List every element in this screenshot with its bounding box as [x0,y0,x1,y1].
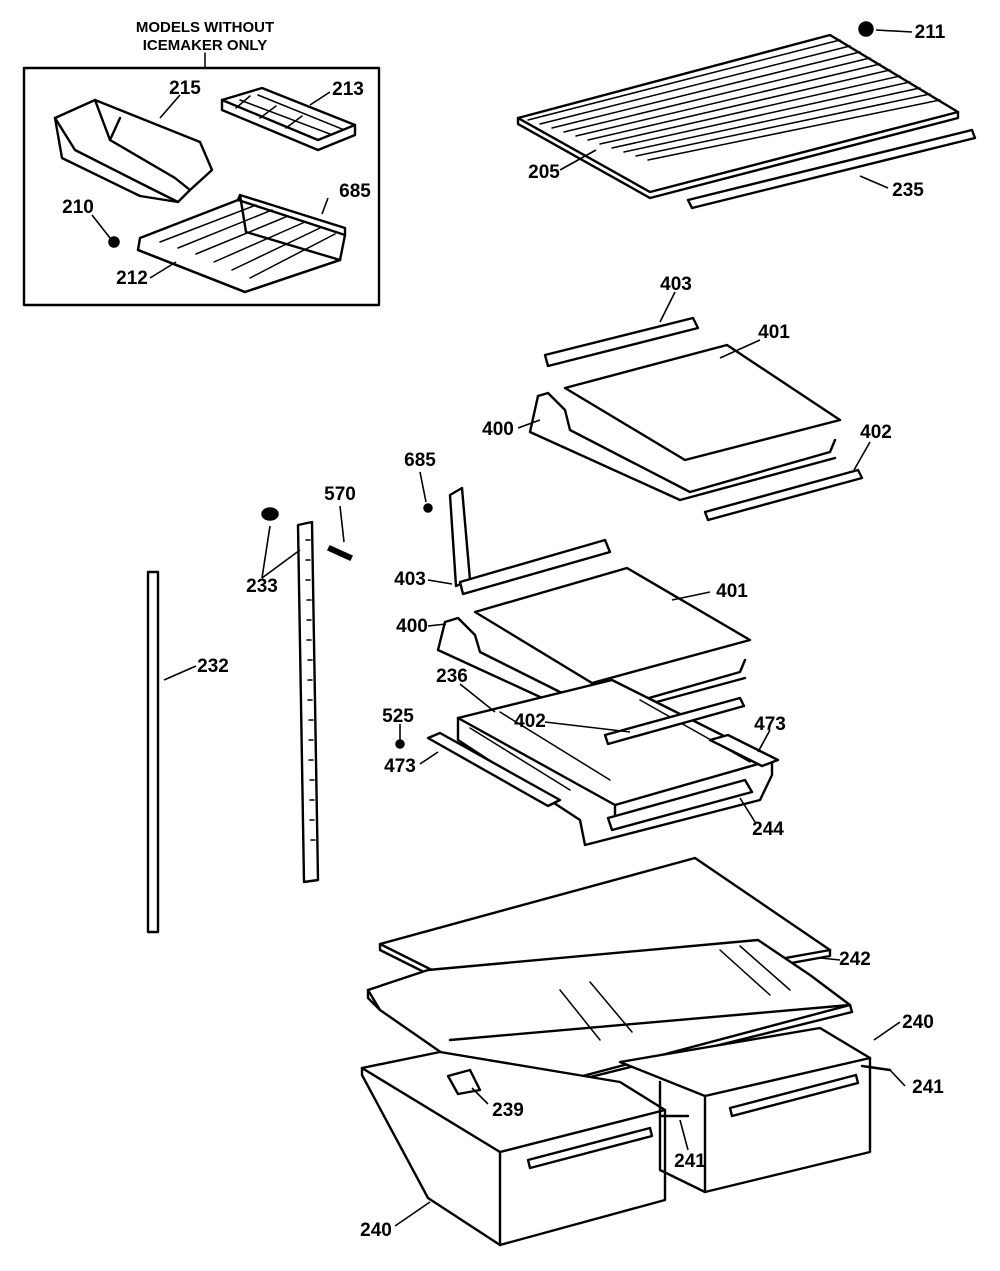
callout-236: 236 [436,666,468,687]
inset-frame [22,66,381,307]
rail-403-upper [543,316,700,368]
rail-402-upper [703,468,864,522]
rail-244-part [606,778,754,832]
middle-shelf-assembly [436,538,752,722]
wire-shelf-part [516,21,960,200]
callout-401-upper: 401 [758,322,790,343]
rail-403-middle [458,538,612,596]
cap-211-part [858,21,874,37]
callout-241-left: 241 [674,1151,706,1172]
glass-401-middle [473,566,752,685]
upper-shelf-assembly [528,316,864,522]
callout-401-middle: 401 [716,581,748,602]
ice-tray-part [220,86,357,152]
callout-240-right: 240 [902,1012,934,1033]
ice-bucket-part [53,98,214,204]
callout-402-upper: 402 [860,422,892,443]
callout-402-middle: 402 [514,711,546,732]
callout-403-middle: 403 [394,569,426,590]
snack-pan-part [395,678,780,847]
callout-239: 239 [492,1100,524,1121]
ladder-233-part [261,507,320,884]
callout-211: 211 [915,22,946,43]
clip-210-part [108,236,120,248]
inset-title-line2: ICEMAKER ONLY [143,37,267,54]
crisper-drawer-right-part [618,1026,892,1194]
callout-242: 242 [839,949,871,970]
callout-210: 210 [62,197,94,218]
crisper-drawer-left-part [360,1050,690,1247]
callout-213: 213 [332,79,364,100]
inset-title-line1: MODELS WITHOUT [136,19,274,36]
callout-215: 215 [169,78,201,99]
ladder-232-part [146,570,160,934]
icemaker-inset: MODELS WITHOUT ICEMAKER ONLY [22,19,381,307]
callout-205: 205 [528,162,560,183]
bracket-685-part [423,486,472,588]
callout-241-right: 241 [912,1077,944,1098]
rail-402-middle [603,696,746,746]
callout-400-middle: 400 [396,616,428,637]
rail-235-part [686,128,977,210]
callout-232: 232 [197,656,229,677]
callout-685-inset: 685 [339,181,371,202]
glass-401-upper [563,343,842,462]
callout-233: 233 [246,576,278,597]
callout-570: 570 [324,484,356,505]
ice-rack-part [136,193,347,294]
callout-685: 685 [404,450,436,471]
callout-240-left: 240 [360,1220,392,1241]
screw-570-part [326,545,354,561]
callout-244: 244 [752,819,784,840]
callout-212: 212 [116,268,148,289]
callout-235: 235 [892,180,924,201]
callout-525: 525 [382,706,414,727]
callout-473-right: 473 [754,714,786,735]
callout-400-upper: 400 [482,419,514,440]
screw-525-part [395,739,405,749]
callout-403-upper: 403 [660,274,692,295]
callout-473-left: 473 [384,756,416,777]
